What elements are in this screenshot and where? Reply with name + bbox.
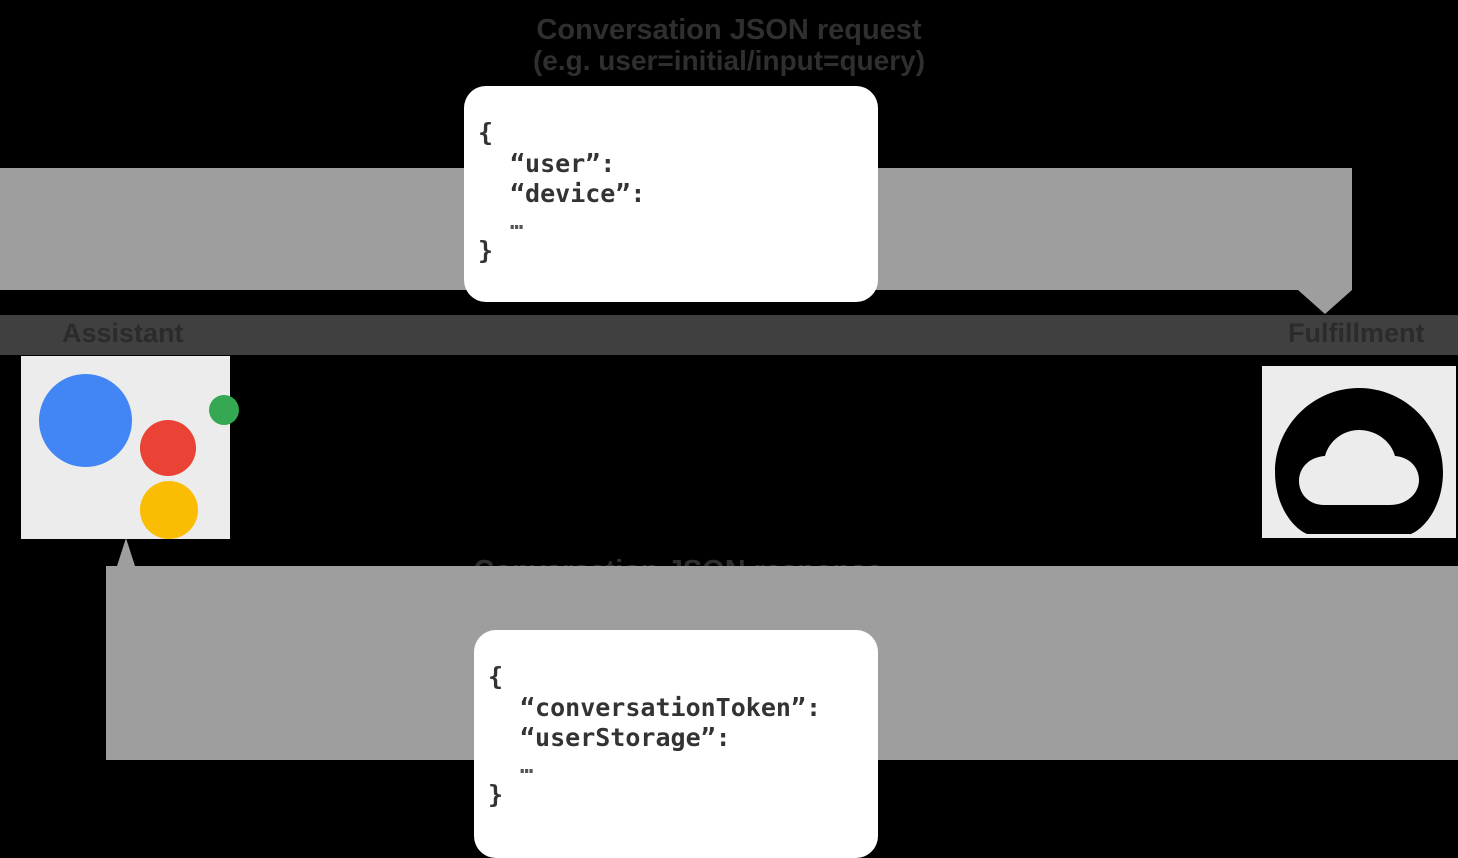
json-close-brace: } xyxy=(478,236,494,266)
assistant-blue-dot-icon xyxy=(39,374,132,467)
request-json-card: { “user”: “device”: … } xyxy=(464,86,878,302)
json-open-brace: { xyxy=(478,118,494,147)
json-open-brace: { xyxy=(488,662,504,691)
actor-lane xyxy=(0,315,1458,355)
cloud-icon xyxy=(1275,388,1443,534)
json-key-device: “device”: xyxy=(510,179,646,208)
fulfillment-label: Fulfillment xyxy=(1288,318,1425,348)
json-close-brace: } xyxy=(488,780,504,810)
request-arrow-head-icon xyxy=(1298,290,1352,314)
request-caption-secondary: (e.g. user=initial/input=query) xyxy=(532,45,926,76)
json-key-user: “user”: xyxy=(510,148,616,178)
assistant-node[interactable] xyxy=(21,356,239,539)
response-arrow-head-icon xyxy=(117,538,135,566)
json-key-user-storage: “userStorage”: xyxy=(520,723,731,752)
json-ellipsis: … xyxy=(520,753,536,779)
fulfillment-node[interactable] xyxy=(1262,366,1456,538)
assistant-green-dot-icon xyxy=(209,395,239,425)
assistant-red-dot-icon xyxy=(140,420,196,476)
assistant-label: Assistant xyxy=(62,318,184,348)
assistant-yellow-dot-icon xyxy=(140,481,198,539)
request-caption-primary: Conversation JSON request xyxy=(536,14,922,46)
json-ellipsis: … xyxy=(510,209,526,235)
response-json-card: { “conversationToken”: “userStorage”: … … xyxy=(474,630,878,858)
json-key-conversation-token: “conversationToken”: xyxy=(520,692,822,722)
